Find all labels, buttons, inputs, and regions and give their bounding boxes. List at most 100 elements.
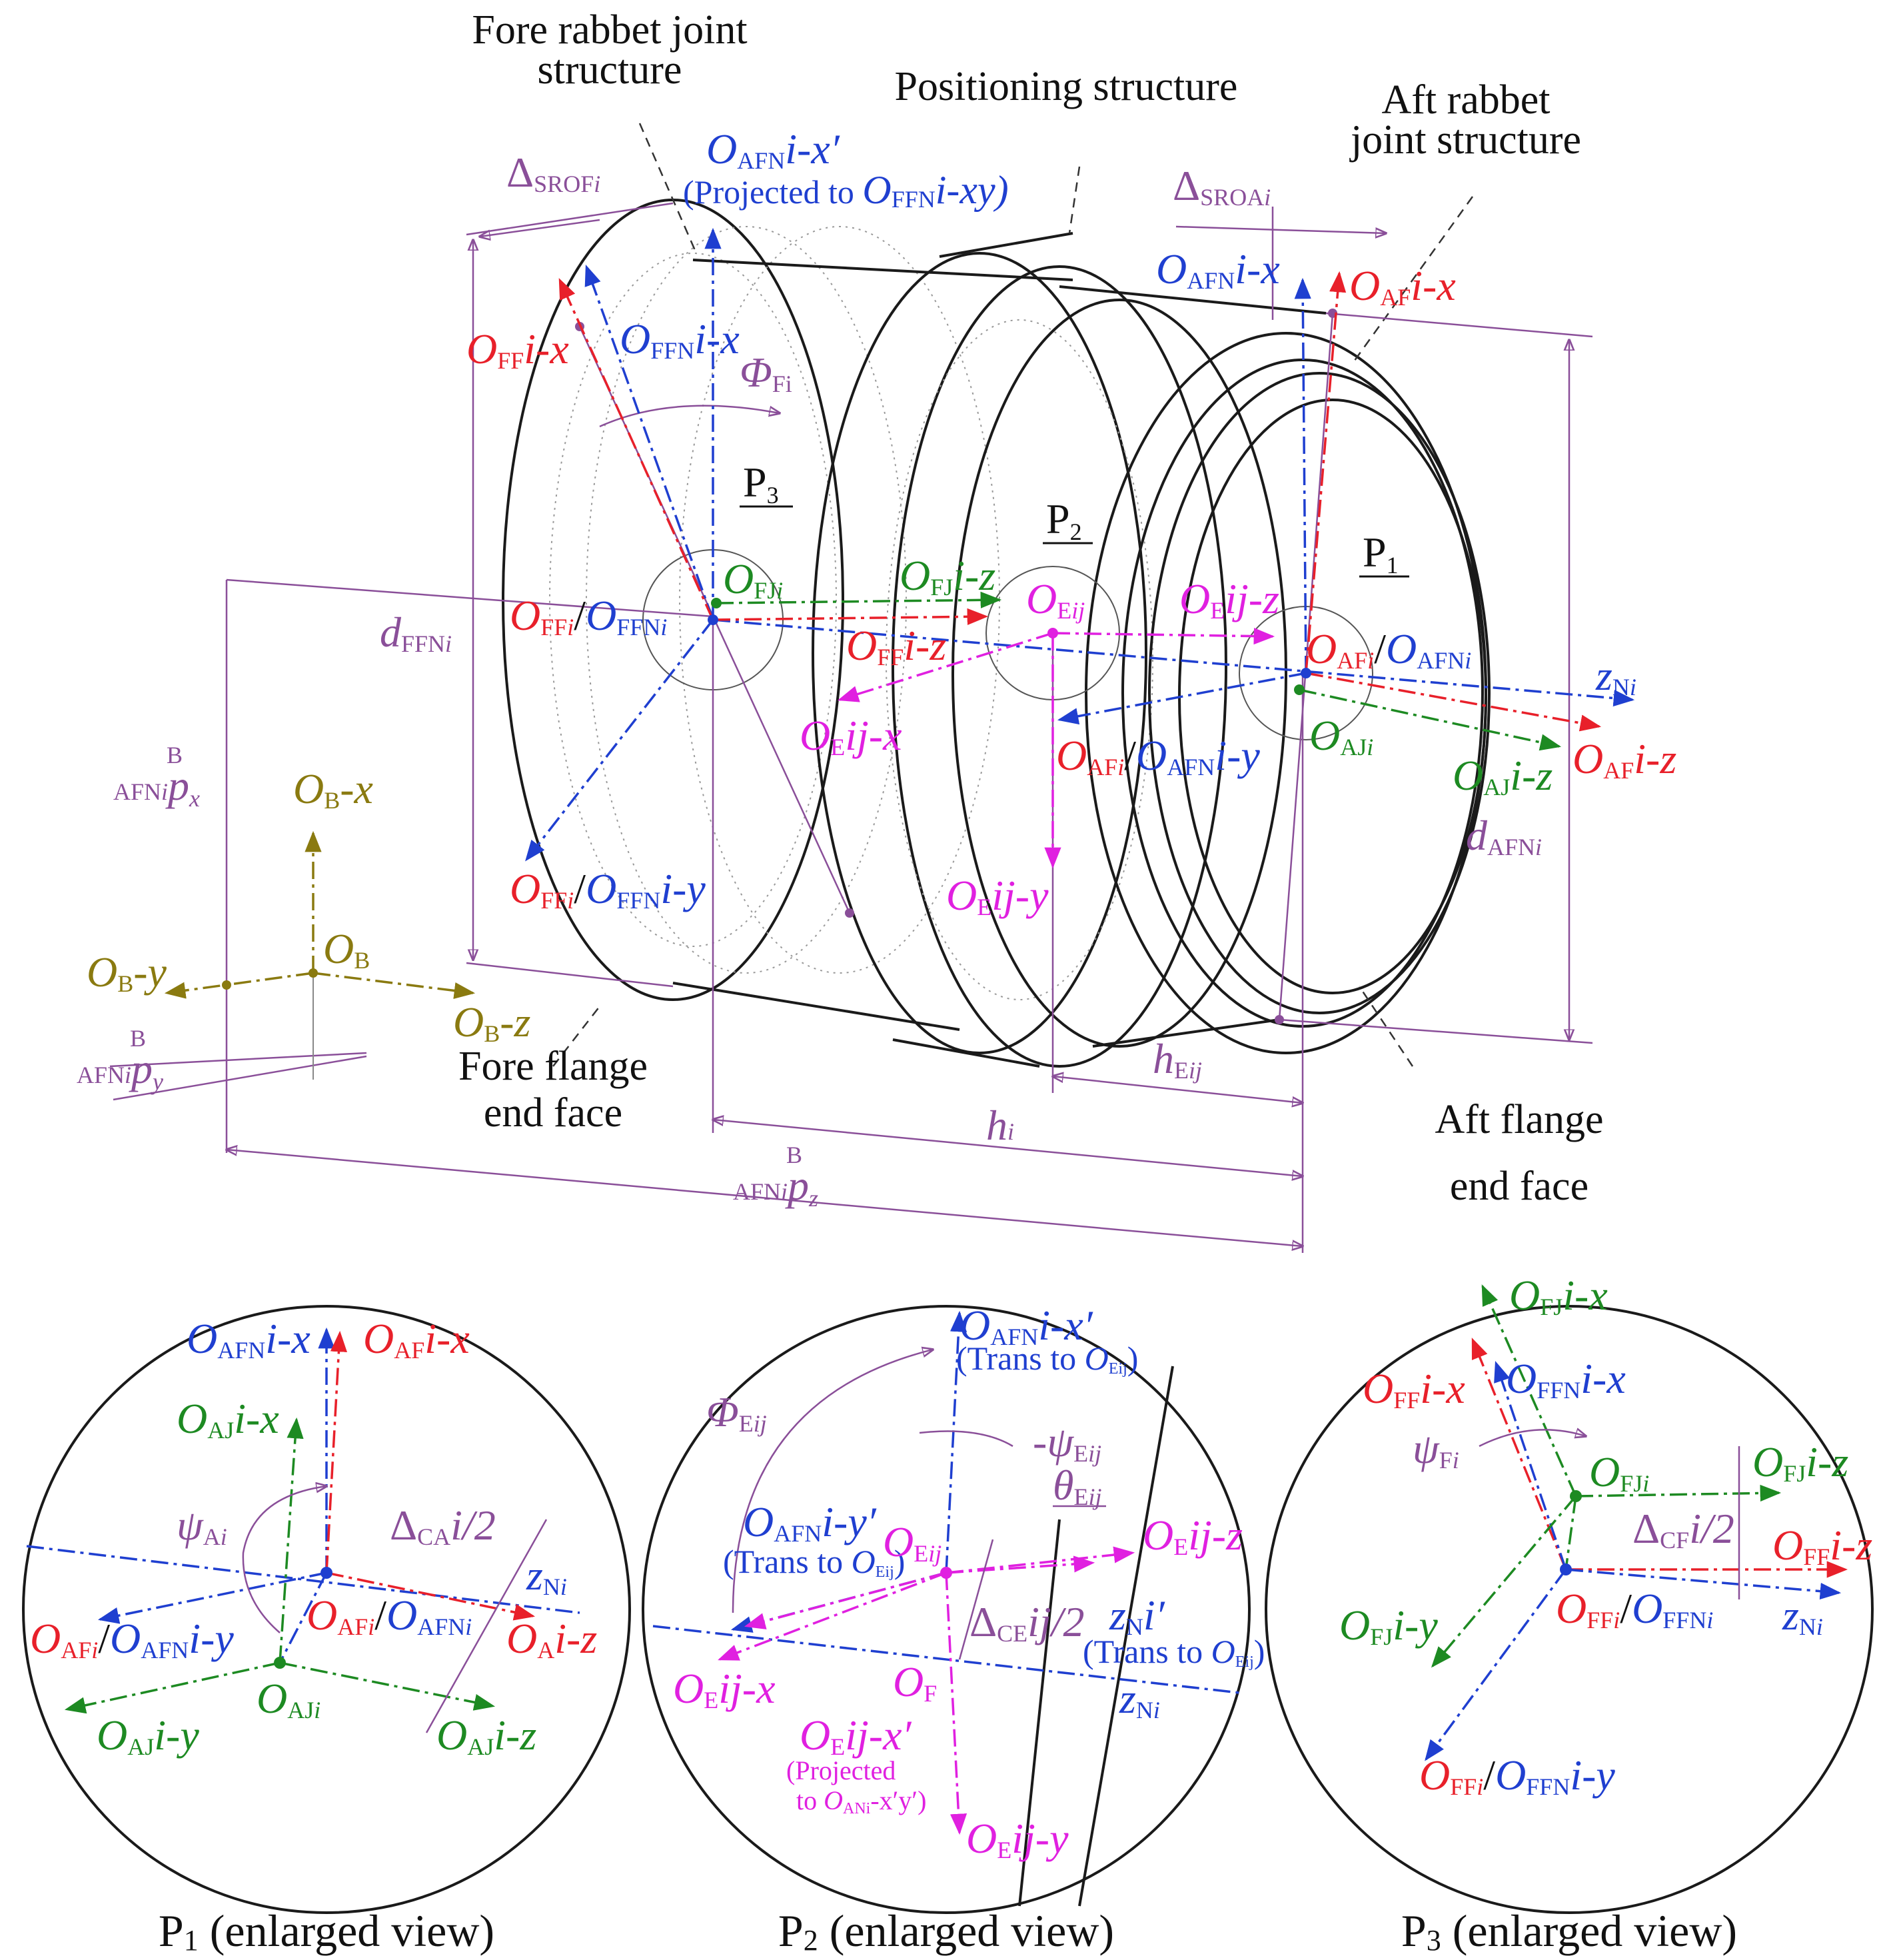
main-assembly: Fore rabbet joint structure Positioning … <box>77 7 1676 1253</box>
ofj-label: OFJi <box>723 555 783 604</box>
oaj-label: OAJi <box>1309 712 1373 760</box>
ob-x-label: OB-x <box>293 765 373 814</box>
p3-off-z-label: OFFi-z <box>1772 1521 1872 1570</box>
oej-y-label: OEij-y <box>946 872 1049 920</box>
delta-sroa-label: ΔSROAi <box>1173 162 1271 211</box>
oaf-oafn-origin-label: OAFi/OAFNi <box>1306 625 1471 674</box>
p2-caption: P2 (enlarged view) <box>778 1905 1114 1957</box>
positioning-structure <box>812 232 1287 1068</box>
p3-off-x-label: OFFi-x <box>1363 1365 1465 1414</box>
p2-trans-bot-note: (Trans to OEij) <box>1083 1633 1265 1671</box>
off-offn-origin-label: OFFi/OFFNi <box>510 592 667 640</box>
zn-main-label: zNi <box>1595 652 1636 700</box>
p3-psi-f-label: ψFi <box>1413 1425 1459 1473</box>
p3-off-offn-y-label: OFFi/OFFNi-y <box>1419 1751 1615 1800</box>
oej-z-label: OEij-z <box>1179 575 1279 624</box>
p1-enlarged-view: OAFNi-x OAFi-x OAJi-x ψAi ΔCAi/2 zNi OAF… <box>22 1305 631 1957</box>
p2-label: P2 <box>1046 495 1082 545</box>
ob-z-label: OB-z <box>453 998 531 1047</box>
oafn-xprime-top-label: OAFNi-x′ <box>706 125 840 174</box>
py-sup: B <box>130 1025 146 1052</box>
pz-sup: B <box>786 1142 802 1168</box>
p2-trans-top-note: (Trans to OEij) <box>956 1340 1138 1378</box>
ob-y-label: OB-y <box>87 948 167 997</box>
off-z-label: OFFi-z <box>846 622 946 670</box>
projected-to-offn-note: (Projected to OFFNi-xy) <box>683 168 1009 213</box>
h-ej-label: hEij <box>1153 1035 1202 1084</box>
callout-aft-flange-line2: end face <box>1450 1164 1588 1209</box>
oej-label: OEij <box>1026 575 1085 624</box>
p3-label: P3 <box>743 459 779 508</box>
p2-trans-mid-note: (Trans to OEij) <box>723 1543 905 1581</box>
oafn-x-top-label: OAFNi-x <box>1156 245 1280 294</box>
p2-enlarged-view: OAFNi-x′ (Trans to OEij) ΦEij -ψEij θEij… <box>642 1302 1265 1957</box>
callout-positioning: Positioning structure <box>895 64 1238 109</box>
p2-zn-label: zNi <box>1119 1675 1160 1723</box>
ofj-z-label: OFJi-z <box>900 552 995 600</box>
p3-caption: P3 (enlarged view) <box>1401 1905 1737 1957</box>
p2-oej-x-label: OEij-x <box>673 1665 776 1713</box>
p1-oaj-label: OAJi <box>257 1675 320 1723</box>
p1-oaj-x-label: OAJi-x <box>177 1395 279 1444</box>
p3-ofj-x-label: OFJi-x <box>1509 1272 1608 1320</box>
base-frame-ob <box>164 830 476 1080</box>
p3-ofj-label: OFJi <box>1589 1448 1649 1497</box>
offn-x-label: OFFNi-x <box>620 315 740 364</box>
p1-delta-ca-label: ΔCAi/2 <box>390 1501 496 1550</box>
oaf-x-top-label: OAFi-x <box>1349 262 1456 311</box>
p3-zn-label: zNi <box>1782 1591 1823 1640</box>
p1-oaj-z-label: OAJi-z <box>436 1711 536 1760</box>
p2-zn-prime-label: zNi′ <box>1109 1591 1165 1640</box>
oaj-z-label: OAJi-z <box>1453 752 1553 800</box>
delta-srof-label: ΔSROFi <box>506 149 600 197</box>
p3-offn-x-label: OFFNi-x <box>1506 1355 1626 1404</box>
p2-projected-line1: (Projected <box>786 1755 896 1785</box>
p2-delta-ce-label: ΔCEij/2 <box>969 1598 1085 1647</box>
p2-psi-e-label: -ψEij <box>1033 1418 1101 1467</box>
p2-oej-z-label: OEij-z <box>1143 1511 1243 1560</box>
p1-zn-label: zNi <box>526 1551 567 1600</box>
off-offn-y-label: OFFi/OFFNi-y <box>510 865 706 914</box>
callout-fore-rabbet-line1: Fore rabbet joint <box>472 7 747 53</box>
callout-fore-flange-line2: end face <box>484 1090 622 1136</box>
d-ffn-label: dFFNi <box>380 608 452 657</box>
p1-psi-a-label: ψAi <box>177 1501 227 1550</box>
oaf-oafn-y-label: OAFi/OAFNi-y <box>1056 732 1260 780</box>
dimension-lines <box>109 202 1593 1253</box>
callout-aft-rabbet-line1: Aft rabbet <box>1381 77 1550 123</box>
p3-ofj-z-label: OFJi-z <box>1752 1438 1848 1487</box>
p3-delta-cf-label: ΔCFi/2 <box>1632 1505 1734 1553</box>
p3-enlarged-view: OFJi-x OFFi-x OFFNi-x ψFi OFJi OFJi-z ΔC… <box>1265 1272 1874 1957</box>
p2-oej-xprime-label: OEij-x′ <box>800 1711 912 1760</box>
off-x-label: OFFi-x <box>466 325 569 374</box>
px-label: AFNipx <box>113 762 200 812</box>
p2-projected-line2: to OANi-x′y′) <box>796 1785 927 1817</box>
phi-f-label: ΦFi <box>740 349 792 397</box>
pz-label: AFNipz <box>733 1162 818 1212</box>
p2-oej-y-label: OEij-y <box>966 1815 1069 1863</box>
px-sup: B <box>167 742 183 768</box>
p2-oafn-yprime-label: OAFNi-y′ <box>743 1498 877 1547</box>
p2-of-label: OF <box>893 1658 937 1707</box>
p1-oa-z-label: OAi-z <box>506 1615 597 1663</box>
p1-oaj-y-label: OAJi-y <box>97 1711 199 1760</box>
p2-theta-e-label: θEij <box>1053 1462 1101 1510</box>
p1-caption: P1 (enlarged view) <box>159 1905 494 1957</box>
oej-x-label: OEij-x <box>800 712 902 760</box>
p1-label: P1 <box>1363 528 1399 578</box>
p2-oej-label: OEij <box>883 1518 942 1567</box>
p1-oaf-oafn-y-label: OAFi/OAFNi-y <box>30 1615 234 1663</box>
oaf-z-label: OAFi-z <box>1573 735 1676 784</box>
p2-oafn-xprime-label: OAFNi-x′ <box>959 1302 1093 1350</box>
callout-aft-rabbet-line2: joint structure <box>1349 117 1581 163</box>
p1-oaf-oafn-label: OAFi/OAFNi <box>307 1591 472 1640</box>
p1-oaf-x-label: OAFi-x <box>363 1315 470 1364</box>
py-label: AFNipy <box>77 1045 163 1095</box>
p3-off-offn-label: OFFi/OFFNi <box>1556 1585 1713 1633</box>
callout-fore-flange-line1: Fore flange <box>458 1044 648 1089</box>
ob-label: OB <box>323 925 370 974</box>
p2-phi-e-label: ΦEij <box>706 1388 767 1437</box>
callout-aft-flange-line1: Aft flange <box>1435 1097 1603 1142</box>
p3-ofj-y-label: OFJi-y <box>1339 1601 1438 1650</box>
